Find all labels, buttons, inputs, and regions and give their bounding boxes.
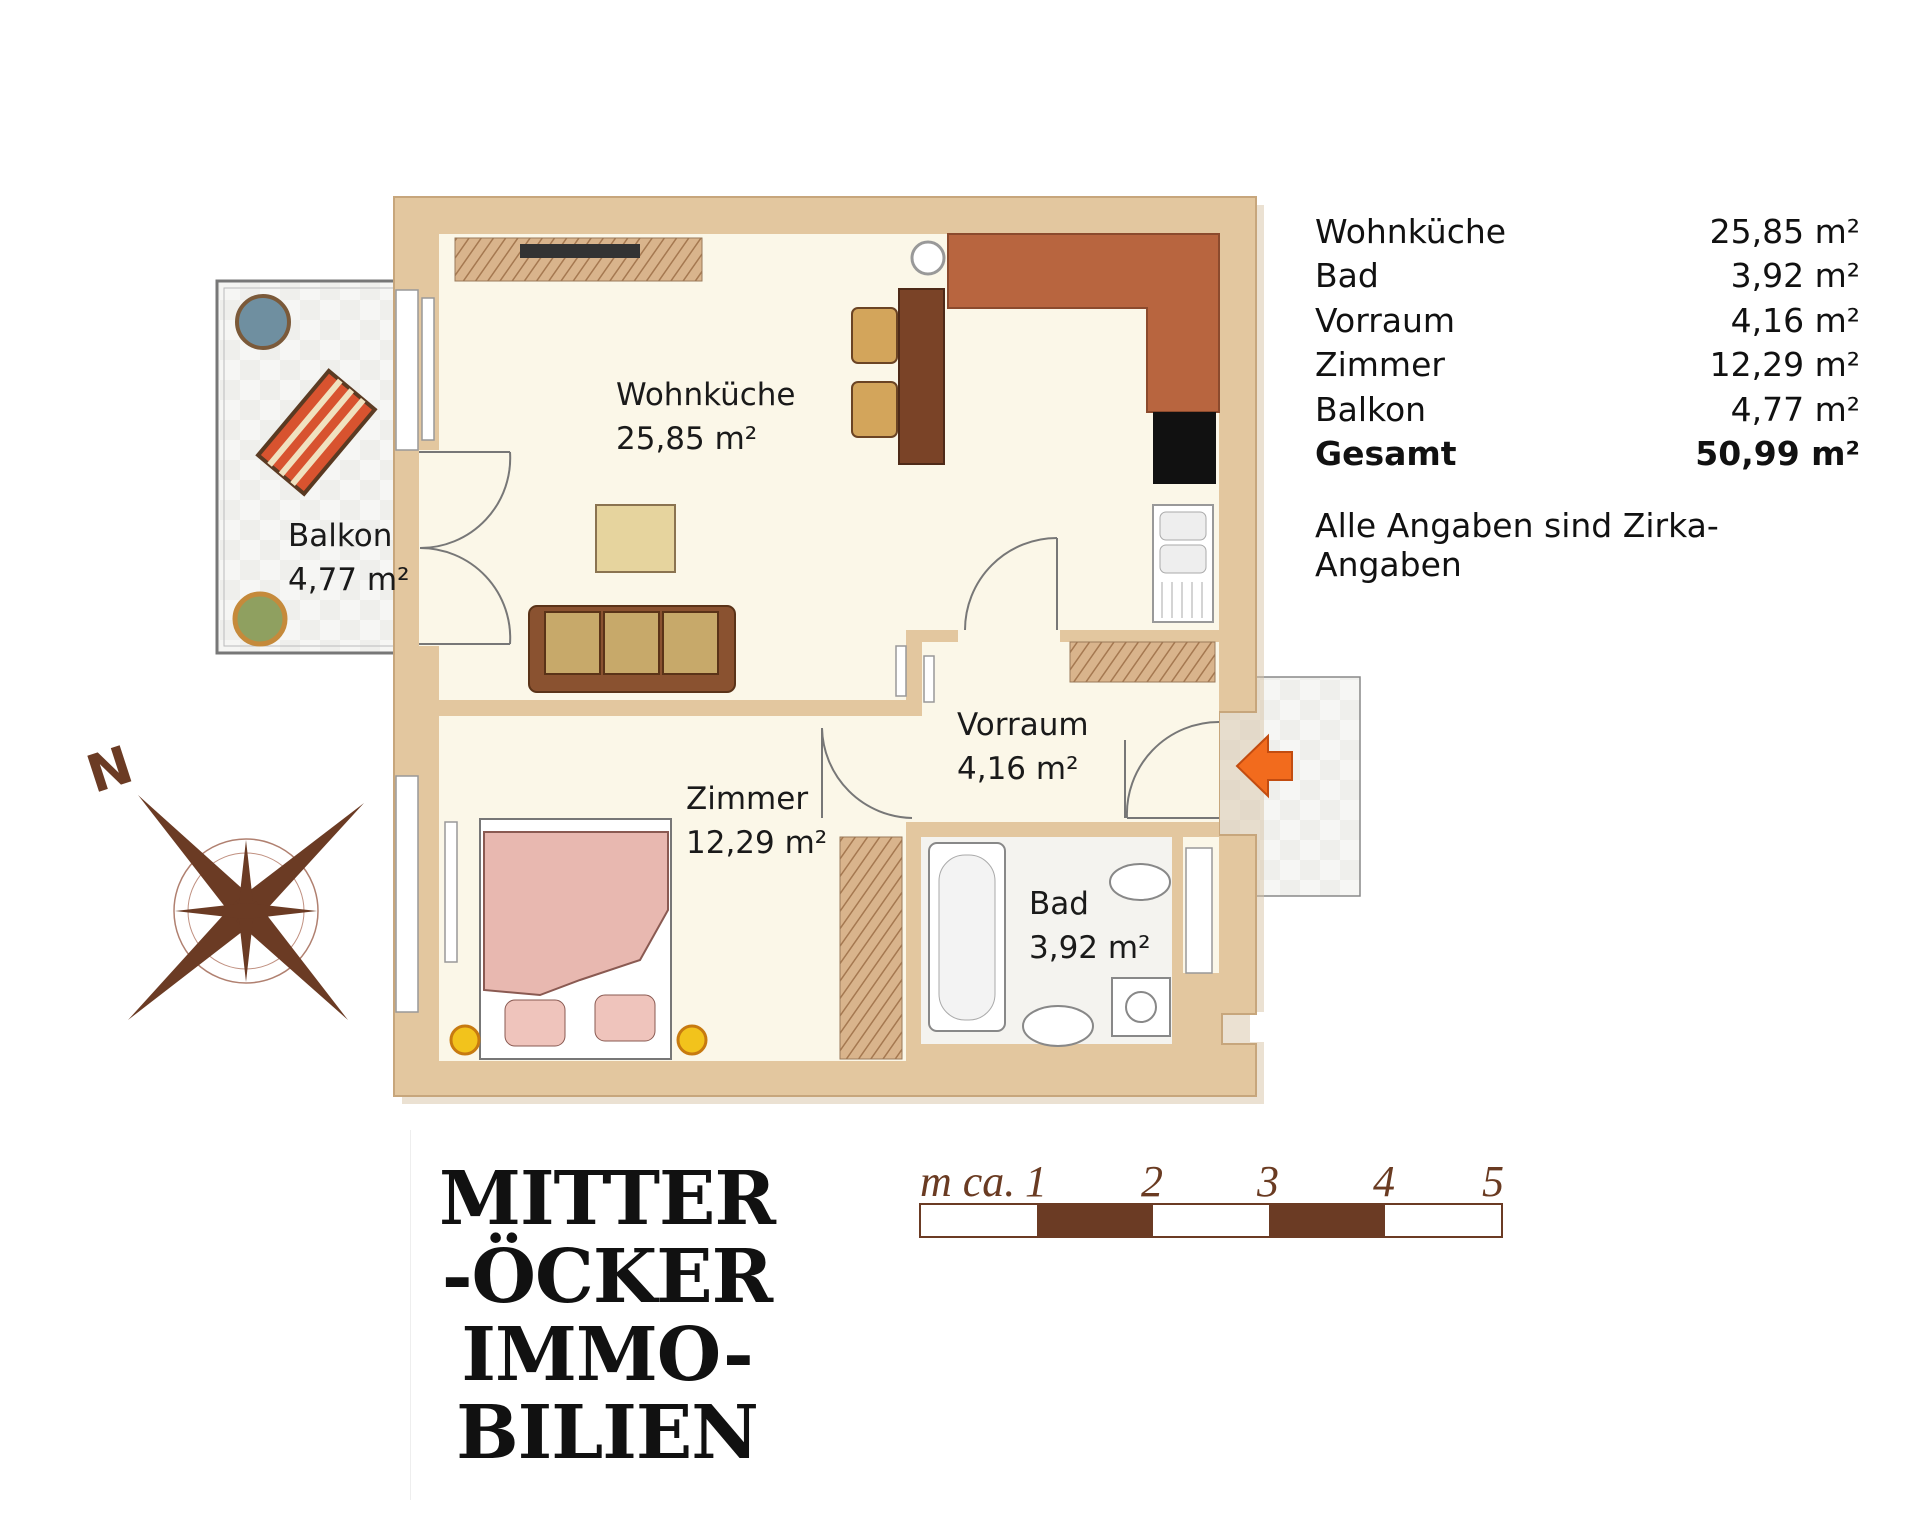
logo-line: -ÖCKER [441,1234,773,1320]
scale-prefix: m ca. [920,1157,1015,1206]
room-name-balkon: Balkon [288,518,392,554]
legend-row: Wohnküche 25,85 m² [1315,210,1860,254]
legend-row: Zimmer 12,29 m² [1315,343,1860,387]
legend-row: Vorraum 4,16 m² [1315,299,1860,343]
room-area-bad: 3,92 m² [1029,930,1151,966]
cooktop [1153,412,1216,484]
windows [395,289,1213,1013]
wardrobe [839,836,903,1060]
room-area-balkon: 4,77 m² [288,562,410,598]
legend-label: Balkon [1315,389,1427,429]
legend-label: Wohnküche [1315,212,1507,251]
interior-walls [439,630,1219,1061]
legend-value: 3,92 m² [1730,256,1860,296]
compass-north-label: N [80,735,140,806]
legend-row: Bad 3,92 m² [1315,254,1860,298]
room-area-wohnkueche: 25,85 m² [616,421,757,457]
area-legend: Wohnküche 25,85 m² Bad 3,92 m² Vorraum 4,16… [1315,210,1860,584]
bar-stools [851,307,898,438]
bathroom-sink [1022,1005,1094,1047]
legend-value: 4,16 m² [1730,300,1860,340]
logo-line: BILIEN [456,1390,759,1476]
legend-total-label: Gesamt [1315,433,1457,473]
scale-tick-4: 4 [1373,1157,1395,1206]
bedside-lamps [449,1024,708,1056]
room-name-bad: Bad [1029,886,1089,922]
tv-cabinet [454,237,703,282]
logo-divider [410,1130,411,1500]
legend-label: Zimmer [1315,345,1445,385]
scale-tick-2: 2 [1141,1157,1163,1206]
legend-value: 25,85 m² [1709,212,1860,251]
entrance-arrow-icon [1235,733,1293,799]
legend-value: 4,77 m² [1730,389,1860,429]
balcony-plants [232,294,291,647]
legend-label: Vorraum [1315,300,1456,340]
toilet [1109,863,1171,901]
coffee-table [595,504,676,573]
washing-machine [1111,977,1171,1037]
legend-total-value: 50,99 m² [1695,433,1860,473]
legend-label: Bad [1315,256,1379,296]
kitchen-sink [1152,504,1214,623]
logo-line: MITTER [439,1156,776,1242]
room-name-wohnkueche: Wohnküche [616,377,796,413]
sofa [528,605,736,693]
bathtub [928,842,1006,1032]
scale-tick-1: 1 [1025,1157,1047,1206]
scale-tick-3: 3 [1256,1157,1279,1206]
kitchen-cabinet [1069,641,1216,683]
balcony-door[interactable] [419,450,512,646]
kitchen-counter [898,233,1220,465]
legend-value: 12,29 m² [1709,345,1860,385]
room-area-vorraum: 4,16 m² [957,751,1079,787]
room-name-zimmer: Zimmer [686,781,808,817]
doors[interactable] [821,537,1220,819]
scale-tick-5: 5 [1482,1157,1504,1206]
room-name-vorraum: Vorraum [957,707,1089,743]
logo-line: IMMO- [461,1312,753,1398]
legend-total-row: Gesamt 50,99 m² [1315,432,1860,476]
legend-row: Balkon 4,77 m² [1315,388,1860,432]
room-area-zimmer: 12,29 m² [686,825,827,861]
company-logo: MITTER -ÖCKER IMMO- BILIEN [432,1160,782,1472]
legend-note: Alle Angaben sind Zirka-Angaben [1315,506,1719,585]
compass-rose-icon: N [80,735,364,1020]
bed [479,818,672,1060]
deck-chair [255,368,378,497]
scale-bar: m ca. 1 2 3 4 5 [919,1157,1504,1238]
